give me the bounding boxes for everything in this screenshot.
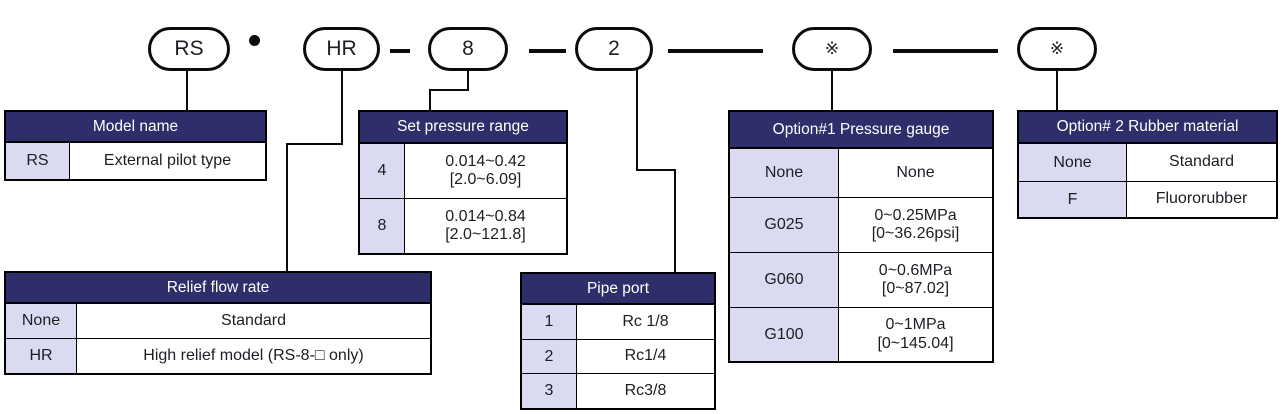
relief-flow-rate-table: Relief flow rate None Standard HR High r… <box>4 271 432 375</box>
table-row: None Standard <box>6 304 430 338</box>
connector-relief-h <box>286 143 343 145</box>
connector-pressure-v1 <box>467 70 469 91</box>
code-cell: F <box>1019 182 1127 217</box>
connector-pressure-h <box>429 89 469 91</box>
option1-table-title: Option#1 Pressure gauge <box>730 112 992 149</box>
code-cell: 3 <box>522 374 577 408</box>
option2-rubber-material-table: Option# 2 Rubber material None Standard … <box>1017 110 1278 219</box>
connector-option1-v <box>831 70 833 111</box>
table-row: None Standard <box>1019 144 1276 181</box>
option2-table-title: Option# 2 Rubber material <box>1019 112 1276 144</box>
table-row: G025 0~0.25MPa [0~36.26psi] <box>730 197 992 252</box>
table-row: 2 Rc1/4 <box>522 339 714 373</box>
code-cell: RS <box>6 143 70 179</box>
table-row: F Fluororubber <box>1019 181 1276 217</box>
value-line1: 0.014~0.84 <box>445 207 526 225</box>
desc-cell: Standard <box>221 311 286 329</box>
code-pill-option2: ※ <box>1017 27 1097 71</box>
connector-model-v <box>186 70 188 110</box>
table-row: 4 0.014~0.42 [2.0~6.09] <box>360 144 566 198</box>
dash-separator-2 <box>529 49 566 53</box>
relief-flow-rate-table-title: Relief flow rate <box>6 273 430 304</box>
connector-relief-v2 <box>286 143 288 271</box>
desc-cell: Fluororubber <box>1155 190 1248 208</box>
code-pill-relief-flow: HR <box>303 27 380 71</box>
model-name-table: Model name RS External pilot type <box>4 110 267 181</box>
code-cell: 8 <box>360 199 405 253</box>
value-line2: [2.0~121.8] <box>445 226 526 243</box>
code-cell: None <box>6 304 77 338</box>
desc-cell: High relief model (RS-8-□ only) <box>143 346 364 364</box>
dash-separator-4 <box>893 49 998 53</box>
dot-separator-icon <box>249 35 260 46</box>
desc-cell: Rc1/4 <box>624 347 667 365</box>
table-row: 8 0.014~0.84 [2.0~121.8] <box>360 198 566 253</box>
connector-option2-v <box>1056 70 1058 111</box>
desc-cell: Rc3/8 <box>624 381 667 399</box>
code-cell: None <box>1019 144 1127 181</box>
desc-cell: 0~1MPa [0~145.04] <box>839 308 992 361</box>
code-cell: HR <box>6 339 77 373</box>
desc-cell: External pilot type <box>103 151 232 169</box>
table-row: None None <box>730 149 992 197</box>
connector-pipe-v2 <box>674 169 676 273</box>
desc-cell: 0~0.25MPa [0~36.26psi] <box>839 198 992 252</box>
value-line1: 0~1MPa <box>885 316 946 334</box>
connector-relief-v1 <box>341 70 343 145</box>
code-cell: 1 <box>522 305 577 339</box>
value-line2: [2.0~6.09] <box>449 171 522 188</box>
value-line2: [0~36.26psi] <box>871 225 960 242</box>
table-row: 1 Rc 1/8 <box>522 305 714 339</box>
table-row: HR High relief model (RS-8-□ only) <box>6 338 430 373</box>
code-cell: 2 <box>522 340 577 373</box>
code-pill-pressure-range: 8 <box>428 27 508 71</box>
dash-separator-3 <box>668 49 763 53</box>
code-cell: None <box>730 149 839 197</box>
set-pressure-range-table-title: Set pressure range <box>360 112 566 144</box>
code-cell: G100 <box>730 308 839 361</box>
code-pill-pipe-port: 2 <box>575 27 653 71</box>
table-row: G060 0~0.6MPa [0~87.02] <box>730 252 992 307</box>
option1-pressure-gauge-table: Option#1 Pressure gauge None None G025 0… <box>728 110 994 363</box>
value-line1: None <box>896 163 935 181</box>
value-line2: [0~87.02] <box>881 280 950 297</box>
desc-cell: 0~0.6MPa [0~87.02] <box>839 253 992 307</box>
table-row: RS External pilot type <box>6 143 265 179</box>
desc-cell: 0.014~0.42 [2.0~6.09] <box>405 144 566 198</box>
connector-pressure-v2 <box>429 89 431 111</box>
code-pill-option1: ※ <box>792 27 872 71</box>
desc-cell: Standard <box>1169 153 1234 171</box>
value-line2: [0~145.04] <box>877 334 954 352</box>
value-line1: 0~0.6MPa <box>878 261 953 279</box>
connector-pipe-h <box>636 169 676 171</box>
code-cell: G025 <box>730 198 839 252</box>
model-name-table-title: Model name <box>6 112 265 143</box>
code-pill-model: RS <box>148 27 230 71</box>
connector-pipe-v1 <box>636 70 638 171</box>
dash-separator-1 <box>390 49 410 53</box>
desc-cell: 0.014~0.84 [2.0~121.8] <box>405 199 566 253</box>
value-line1: 0.014~0.42 <box>445 152 526 170</box>
set-pressure-range-table: Set pressure range 4 0.014~0.42 [2.0~6.0… <box>358 110 568 255</box>
pipe-port-table: Pipe port 1 Rc 1/8 2 Rc1/4 3 Rc3/8 <box>520 272 716 410</box>
table-row: G100 0~1MPa [0~145.04] <box>730 307 992 361</box>
value-line1: 0~0.25MPa <box>874 206 957 224</box>
code-cell: 4 <box>360 144 405 198</box>
table-row: 3 Rc3/8 <box>522 373 714 408</box>
pipe-port-table-title: Pipe port <box>522 274 714 305</box>
code-cell: G060 <box>730 253 839 307</box>
desc-cell: None <box>839 149 992 197</box>
desc-cell: Rc 1/8 <box>622 312 669 330</box>
